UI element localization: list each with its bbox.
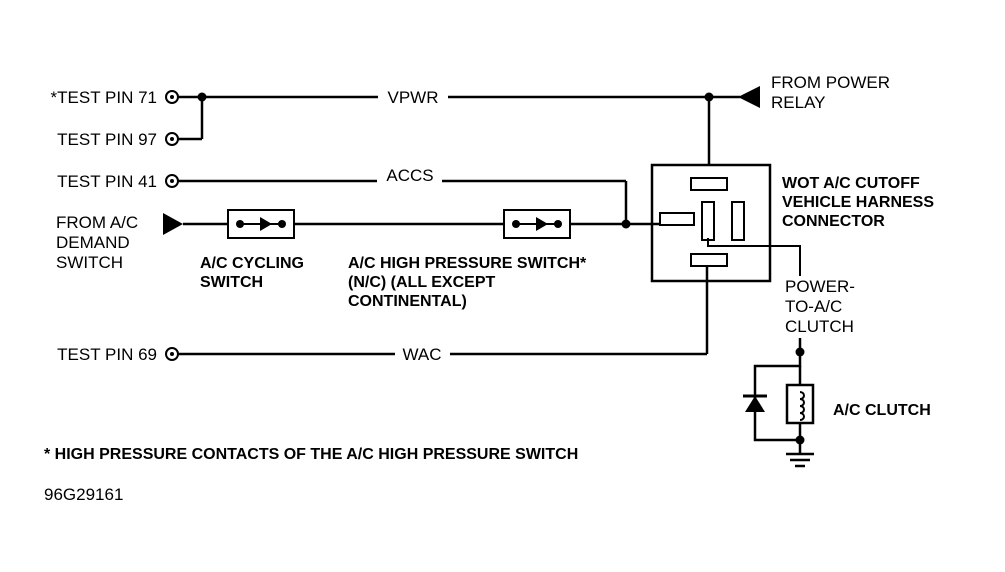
diode-icon [743, 394, 767, 412]
high-pressure-switch-icon [503, 209, 571, 239]
vpwr-wire [178, 92, 740, 165]
ground-icon [786, 452, 814, 468]
accs-wire [178, 179, 628, 223]
demand-label-line-1: FROM A/C [56, 213, 138, 232]
power-to-clutch-label-line-1: POWER- [785, 277, 855, 296]
wot-connector-body [650, 163, 772, 283]
test-pin-97-terminal [165, 132, 179, 146]
test-pin-41-label: TEST PIN 41 [57, 172, 157, 191]
high-pressure-switch-label-line-2: (N/C) (ALL EXCEPT [348, 274, 495, 291]
connector-label-line-1: WOT A/C CUTOFF [782, 175, 920, 192]
test-pin-41-terminal [165, 174, 179, 188]
figure-id: 96G29161 [44, 485, 123, 504]
demand-wire [183, 219, 660, 229]
demand-input-arrow-icon [163, 213, 183, 235]
clutch-circuit [753, 352, 805, 454]
test-pin-69-terminal [165, 347, 179, 361]
cycling-switch-label-line-1: A/C CYCLING [200, 255, 304, 272]
clutch-coil-icon [785, 383, 815, 425]
wac-label: WAC [402, 345, 441, 364]
test-pin-97-label: TEST PIN 97 [57, 130, 157, 149]
connector-label-line-3: CONNECTOR [782, 213, 885, 230]
accs-label: ACCS [386, 166, 433, 185]
power-relay-label-line-1: FROM POWER [771, 73, 890, 92]
vpwr-label: VPWR [388, 88, 439, 107]
high-pressure-switch-label-line-1: A/C HIGH PRESSURE SWITCH* [348, 255, 587, 272]
ac-cycling-switch-icon [227, 209, 295, 239]
test-pin-71-terminal [165, 90, 179, 104]
power-relay-arrow-icon [738, 86, 760, 108]
power-to-clutch-label-line-3: CLUTCH [785, 317, 854, 336]
connector-label-line-2: VEHICLE HARNESS [782, 194, 934, 211]
cycling-switch-label-line-2: SWITCH [200, 274, 263, 291]
clutch-label: A/C CLUTCH [833, 402, 931, 419]
test-pin-71-label: *TEST PIN 71 [51, 88, 157, 107]
test-pin-69-label: TEST PIN 69 [57, 345, 157, 364]
demand-label-line-2: DEMAND [56, 233, 130, 252]
demand-label-line-3: SWITCH [56, 253, 123, 272]
power-to-clutch-label-line-2: TO-A/C [785, 297, 842, 316]
high-pressure-switch-label-line-3: CONTINENTAL) [348, 293, 467, 310]
footnote: * HIGH PRESSURE CONTACTS OF THE A/C HIGH… [44, 446, 578, 463]
wac-wire [178, 266, 709, 356]
power-relay-label-line-2: RELAY [771, 93, 826, 112]
